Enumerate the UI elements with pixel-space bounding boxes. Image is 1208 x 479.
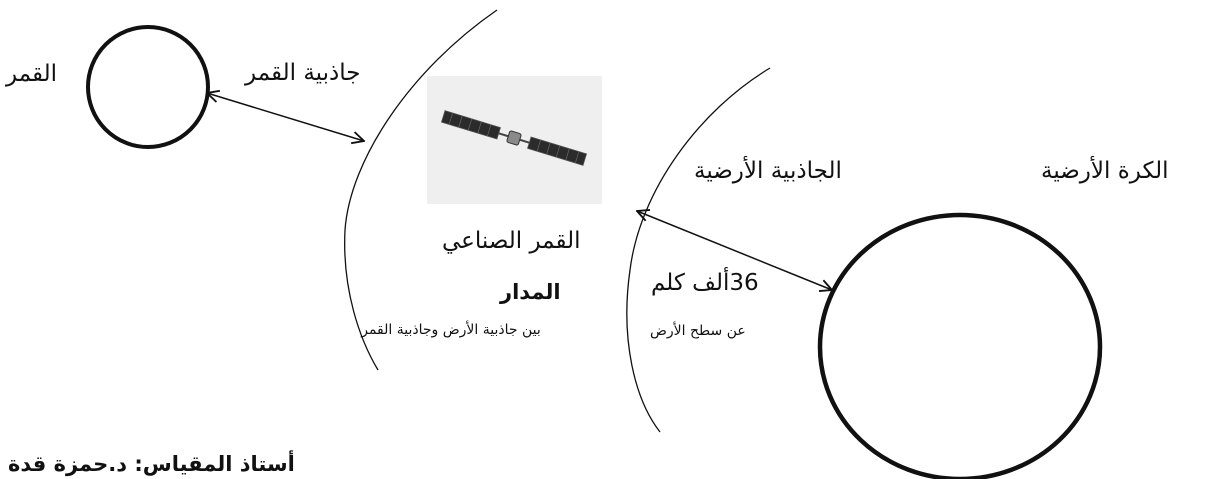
moon-circle	[86, 25, 210, 149]
earth-gravity-arc	[626, 67, 771, 433]
moon-gravity-arrow	[207, 93, 364, 141]
satellite-label: القمر الصناعي	[442, 228, 581, 254]
earth-label: الكرة الأرضية	[1041, 158, 1169, 184]
moon-label: القمر	[6, 61, 58, 87]
orbit-description: بين جاذبية الأرض وجاذبية القمر	[361, 322, 541, 338]
distance-label: 36ألف كلم	[651, 270, 759, 296]
orbit-label: المدار	[500, 280, 561, 304]
moon-gravity-label: جاذبية القمر	[245, 60, 361, 86]
earth-circle	[817, 212, 1103, 479]
earth-gravity-label: الجاذبية الأرضية	[694, 158, 842, 184]
satellite-icon	[427, 76, 602, 204]
distance-arrow	[637, 211, 832, 290]
author-credit: أستاذ المقياس: د.حمزة قدة	[8, 452, 295, 476]
distance-description: عن سطح الأرض	[650, 323, 746, 339]
moon-gravity-arc	[344, 9, 498, 371]
